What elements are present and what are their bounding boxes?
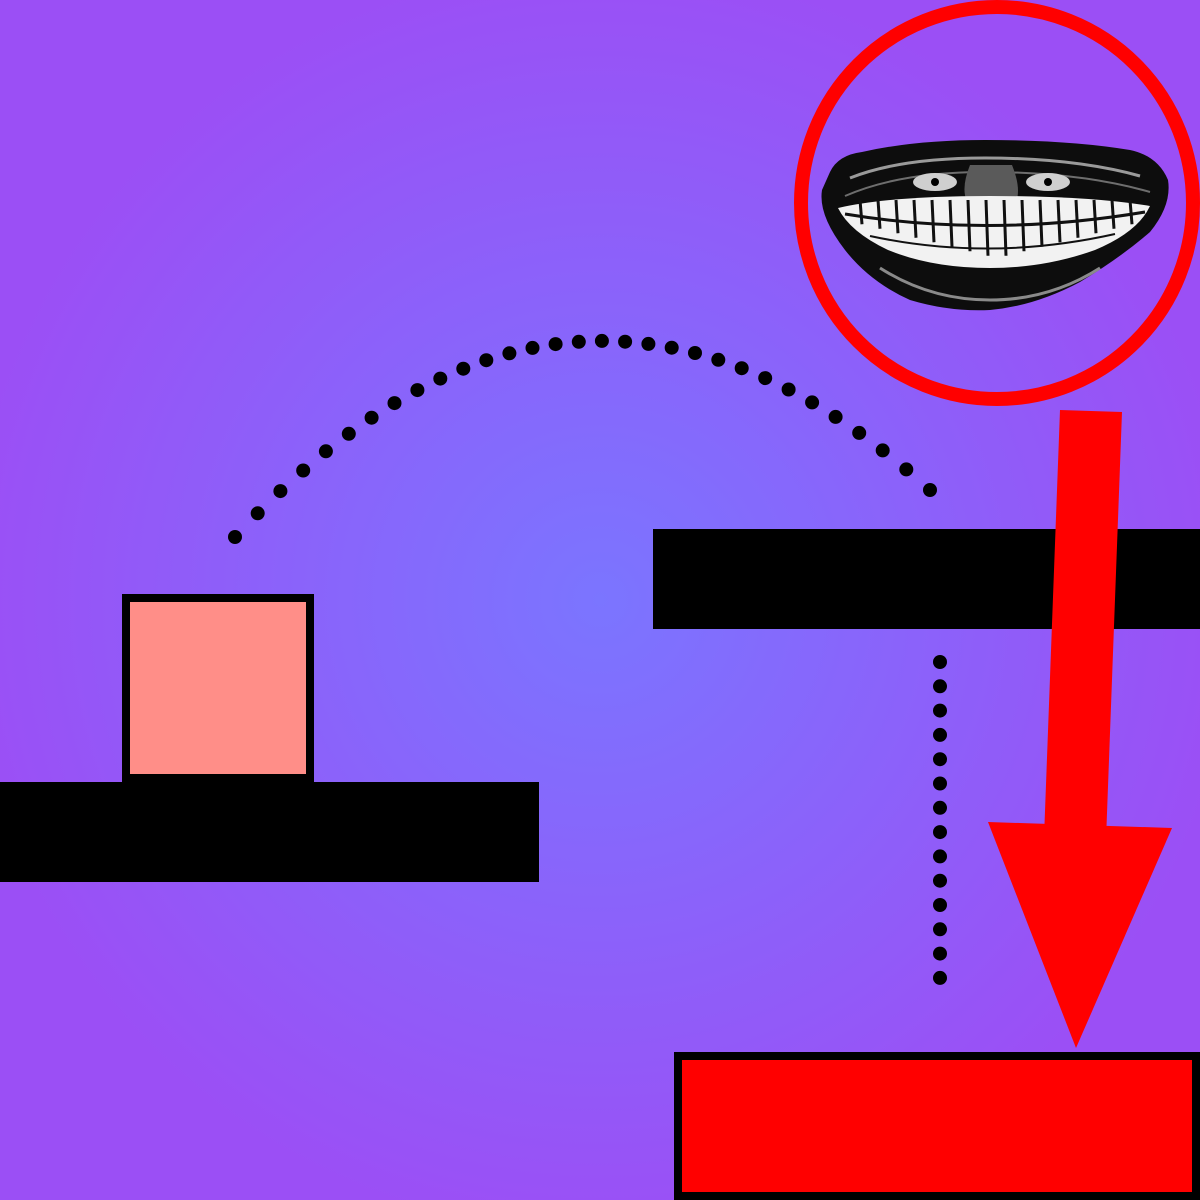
left-platform [0, 782, 539, 882]
trajectory-dot [933, 970, 947, 985]
trajectory-dot [805, 395, 820, 410]
trajectory-dot [618, 334, 633, 349]
red-circle-highlight-icon [794, 0, 1200, 406]
trajectory-dot [933, 776, 947, 791]
trajectory-dot [711, 352, 726, 367]
trajectory-dot [828, 409, 843, 424]
trajectory-dot [875, 443, 890, 458]
trajectory-dot [923, 483, 937, 497]
trajectory-dot [525, 340, 540, 355]
trajectory-dot [641, 336, 656, 351]
trajectory-dot [548, 337, 563, 352]
trajectory-dot [852, 425, 867, 440]
trajectory-dot [933, 922, 947, 937]
trajectory-dot [899, 462, 914, 477]
trajectory-dot [364, 410, 379, 425]
trajectory-dot [456, 361, 471, 376]
trajectory-dot [933, 800, 947, 815]
troll-face-icon [821, 140, 1169, 311]
trajectory-dot [933, 655, 947, 669]
trajectory-dot [502, 346, 517, 361]
trajectory-dot [933, 752, 947, 767]
trajectory-dot [933, 703, 947, 718]
trajectory-dot [296, 463, 311, 478]
goal-platform [674, 1052, 1200, 1200]
trajectory-dot [250, 506, 265, 521]
trajectory-dot [933, 727, 947, 742]
trajectory-dot [688, 346, 702, 360]
trajectory-dot [933, 679, 947, 694]
trajectory-dot [387, 396, 402, 411]
trajectory-dot [734, 361, 749, 376]
trajectory-dot [933, 946, 947, 961]
trajectory-dot [933, 825, 947, 840]
trajectory-dot [571, 334, 586, 349]
trajectory-dot [781, 382, 796, 397]
trajectory-dot [433, 371, 448, 386]
trajectory-dot [318, 444, 333, 459]
trajectory-dot [594, 333, 609, 348]
trajectory-dot [933, 849, 947, 864]
jump-trajectory-dotted-arc [228, 333, 937, 544]
red-down-arrow-icon [988, 410, 1172, 1048]
drop-trajectory-dotted-line [933, 655, 947, 985]
trajectory-dot [228, 530, 242, 544]
trajectory-dot [933, 873, 947, 888]
trajectory-dot [664, 340, 679, 355]
trajectory-dot [273, 484, 288, 499]
trajectory-dot [933, 898, 947, 912]
trajectory-dot [341, 426, 356, 441]
player-square[interactable] [122, 594, 314, 782]
trajectory-dot [758, 371, 773, 386]
trajectory-dot [410, 383, 425, 398]
trajectory-dot [479, 353, 494, 368]
